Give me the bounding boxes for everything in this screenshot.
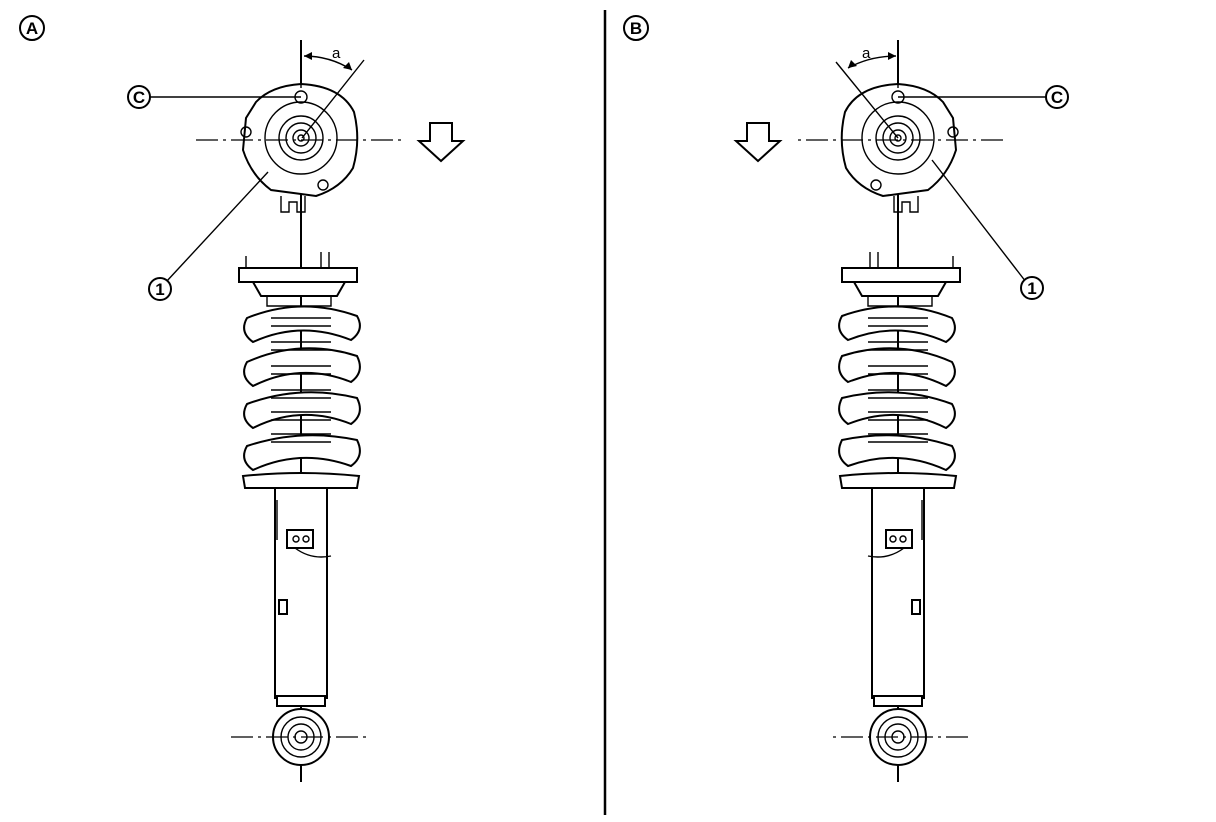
circle-label-icon bbox=[1045, 85, 1069, 109]
callout-1-right: 1 bbox=[931, 159, 1044, 300]
angle-a-text-right: a bbox=[862, 45, 871, 62]
callout-c-left: C bbox=[127, 85, 301, 109]
circle-label-icon bbox=[1020, 276, 1044, 300]
callout-1-text-right: 1 bbox=[1027, 279, 1036, 298]
callout-1-left: 1 bbox=[148, 171, 269, 301]
callout-c-text-left: C bbox=[133, 88, 145, 107]
circle-label-icon bbox=[623, 15, 649, 41]
angle-indicator-right: a bbox=[835, 45, 899, 139]
front-direction-arrow-icon bbox=[735, 122, 781, 162]
strut-assembly-right bbox=[792, 39, 1004, 783]
angle-a-text-left: a bbox=[332, 45, 341, 62]
strut-assembly-left bbox=[195, 39, 407, 783]
view-b-text: B bbox=[630, 19, 642, 38]
circle-label-icon bbox=[127, 85, 151, 109]
angle-indicator-left: a bbox=[301, 45, 365, 139]
front-direction-arrow-icon bbox=[418, 122, 464, 162]
callout-1-text-left: 1 bbox=[155, 280, 164, 299]
view-a-text: A bbox=[26, 19, 38, 38]
circle-label-icon bbox=[19, 15, 45, 41]
view-b-label: B bbox=[623, 15, 649, 41]
circle-label-icon bbox=[148, 277, 172, 301]
callout-c-text-right: C bbox=[1051, 88, 1063, 107]
callout-c-right: C bbox=[898, 85, 1069, 109]
view-a-label: A bbox=[19, 15, 45, 41]
